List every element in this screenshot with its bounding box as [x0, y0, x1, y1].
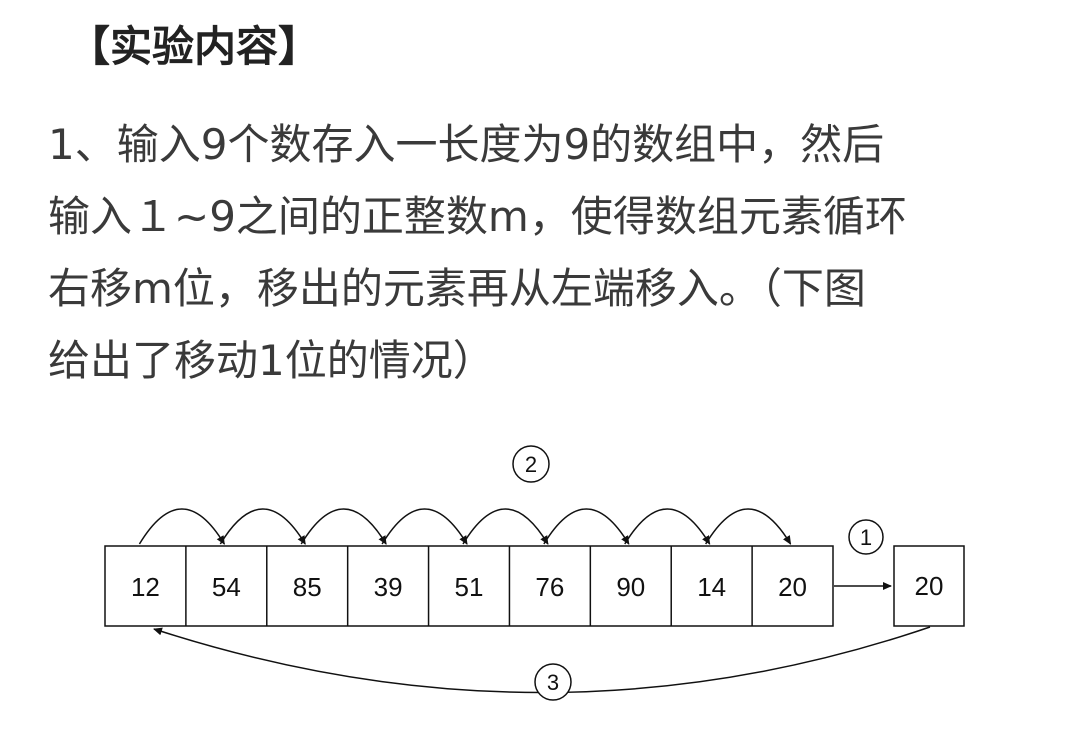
shift-arrow — [138, 508, 225, 545]
shift-arrow — [300, 508, 387, 545]
description-line-4: 给出了移动1位的情况） — [48, 336, 495, 385]
description-line-3: 右移m位，移出的元素再从左端移入。（下图 — [48, 264, 866, 313]
array-cell-value: 85 — [293, 572, 322, 602]
step-3-label: 3 — [547, 670, 559, 695]
shift-arrow — [543, 508, 630, 545]
step-2-marker: 2 — [512, 445, 550, 483]
step-1-marker: 1 — [848, 519, 884, 555]
section-heading: 【实验内容】 — [68, 22, 321, 71]
array-cells: 12 54 85 39 51 76 90 14 20 — [104, 545, 834, 627]
shift-arrows — [138, 508, 792, 545]
shift-arrow — [624, 508, 711, 545]
array-cell-value: 51 — [455, 572, 484, 602]
array-cell-value: 12 — [131, 572, 160, 602]
array-cell-value: 54 — [212, 572, 241, 602]
array-cell-value: 14 — [697, 572, 726, 602]
shift-arrow — [462, 508, 549, 545]
shift-arrow — [219, 508, 306, 545]
step-2-label: 2 — [525, 452, 537, 477]
array-cell-value: 76 — [535, 572, 564, 602]
moved-element-cell: 20 — [893, 545, 965, 627]
experiment-description: 1、输入9个数存入一长度为9的数组中，然后 输入１~9之间的正整数m，使得数组元… — [48, 109, 1038, 397]
shift-arrow — [381, 508, 468, 545]
array-cell-value: 90 — [616, 572, 645, 602]
description-line-1: 1、输入9个数存入一长度为9的数组中，然后 — [48, 120, 885, 169]
shift-arrow — [705, 508, 792, 545]
step-3-marker: 3 — [534, 663, 572, 701]
description-line-2: 输入１~9之间的正整数m，使得数组元素循环 — [48, 192, 907, 241]
moved-element-value: 20 — [915, 571, 944, 601]
array-frame — [104, 545, 834, 627]
array-cell-value: 39 — [374, 572, 403, 602]
array-cell-value: 20 — [778, 572, 807, 602]
step-1-label: 1 — [860, 525, 872, 550]
